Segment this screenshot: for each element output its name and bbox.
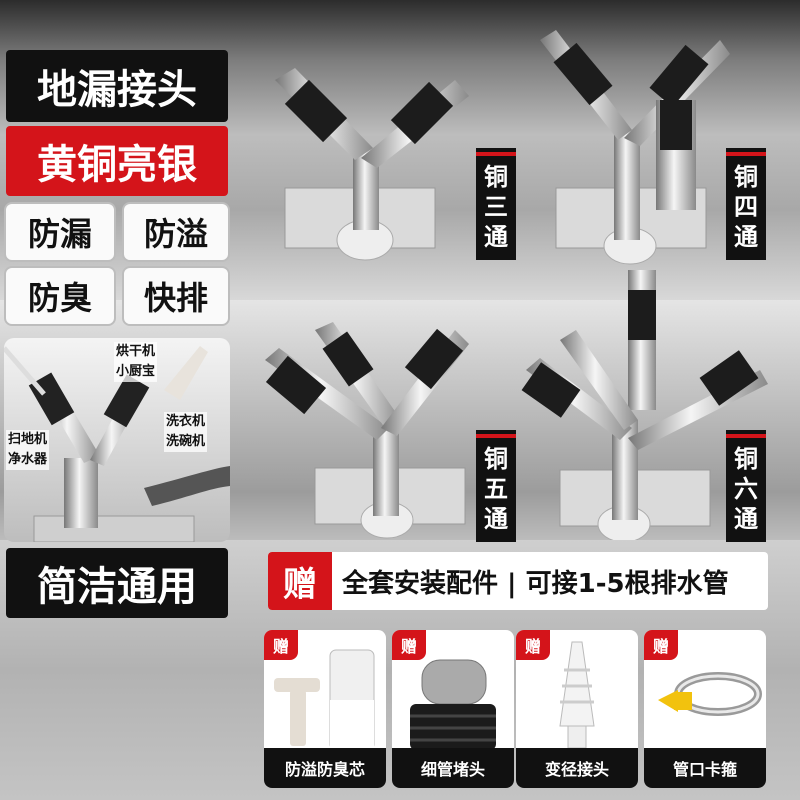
- material-tag: 黄铜亮银: [6, 126, 228, 196]
- feature-tag-1: 防漏: [4, 202, 116, 262]
- gift-badge: 赠: [644, 630, 678, 660]
- variant-label-6way: 铜 六 通: [726, 430, 766, 542]
- variant-label-4way: 铜 四 通: [726, 148, 766, 260]
- variant-label-char: 三: [484, 193, 508, 221]
- usage-fitting-image: [4, 346, 230, 542]
- variant-accent-line: [476, 434, 516, 438]
- feature-tag-4: 快排: [122, 266, 230, 326]
- variant-label-char: 铜: [734, 445, 758, 473]
- gift-badge: 赠: [392, 630, 426, 660]
- callout-water-purifier: 净水器: [8, 452, 48, 467]
- callout-dryer: 烘干机: [116, 344, 156, 359]
- slogan-tag: 简洁通用: [6, 548, 228, 618]
- variant-label-5way: 铜 五 通: [476, 430, 516, 542]
- variant-label-3way: 铜 三 通: [476, 148, 516, 260]
- product-image-5way: [265, 322, 469, 539]
- reducer-adapter-icon: [559, 641, 595, 749]
- gift-bar: 赠 全套安装配件 | 可接1-5根排水管: [268, 552, 768, 610]
- variant-label-char: 铜: [734, 163, 758, 191]
- usage-illustration: 烘干机 小厨宝 扫地机 净水器 洗衣机 洗碗机: [4, 338, 230, 542]
- gift-card-pipe-plug: 赠 细管堵头: [392, 630, 514, 788]
- variant-label-char: 通: [484, 223, 508, 251]
- callout-left: 扫地机 净水器: [6, 430, 50, 470]
- gift-card-reducer-adapter: 赠 变径接头: [516, 630, 638, 788]
- variant-label-char: 六: [734, 475, 758, 503]
- pipe-plug-icon: [410, 659, 496, 750]
- product-image-3way: [275, 68, 469, 261]
- callout-right: 洗衣机 洗碗机: [164, 412, 208, 452]
- variant-label-char: 通: [484, 505, 508, 533]
- variant-label-char: 五: [484, 475, 508, 503]
- callout-washing-machine: 洗衣机: [166, 414, 206, 429]
- product-image-4way: [540, 30, 730, 265]
- gift-bar-text: 全套安装配件 | 可接1-5根排水管: [342, 568, 729, 599]
- variant-accent-line: [726, 434, 766, 438]
- variant-accent-line: [476, 152, 516, 156]
- gift-badge: 赠: [264, 630, 298, 660]
- headline-tag: 地漏接头: [6, 50, 228, 122]
- gift-name: 防溢防臭芯: [264, 748, 386, 788]
- gift-card-anti-odor-core: 赠 防溢防臭芯: [264, 630, 386, 788]
- gift-badge: 赠: [516, 630, 550, 660]
- variant-label-char: 通: [734, 505, 758, 533]
- variant-accent-line: [726, 152, 766, 156]
- gift-name: 细管堵头: [392, 748, 514, 788]
- hose-clamp-icon: [658, 672, 762, 716]
- variant-label-char: 铜: [484, 163, 508, 191]
- callout-water-heater: 小厨宝: [116, 364, 156, 379]
- variant-label-char: 四: [734, 193, 758, 221]
- feature-tag-3: 防臭: [4, 266, 116, 326]
- callout-dishwasher: 洗碗机: [166, 434, 206, 449]
- variant-label-char: 通: [734, 223, 758, 251]
- gift-name: 变径接头: [516, 748, 638, 788]
- variant-label-char: 铜: [484, 445, 508, 473]
- callout-top-right: 烘干机 小厨宝: [114, 342, 158, 382]
- gift-name: 管口卡箍: [644, 748, 766, 788]
- feature-tag-2: 防溢: [122, 202, 230, 262]
- gift-card-hose-clamp: 赠 管口卡箍: [644, 630, 766, 788]
- anti-odor-core-icon: [274, 649, 375, 750]
- callout-robot-vacuum: 扫地机: [8, 432, 48, 447]
- product-image-6way: [521, 270, 768, 540]
- gift-badge: 赠: [268, 552, 332, 610]
